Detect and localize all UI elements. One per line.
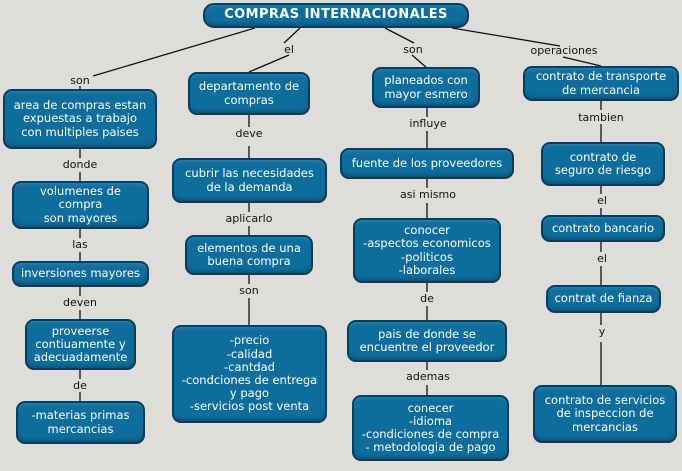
link-label-c3-2-3: asi mismo bbox=[400, 188, 456, 201]
node-root[interactable]: COMPRAS INTERNACIONALES bbox=[203, 3, 469, 28]
node-conocer-aspectos-economicos[interactable]: conocer -aspectos economicos -politicos … bbox=[353, 218, 501, 283]
link-label-c1-2-3: las bbox=[72, 238, 88, 251]
node-precio-calidad-cantdad[interactable]: -precio -calidad -cantdad -condciones de… bbox=[172, 325, 327, 423]
link-label-c2-2-3: aplicarlo bbox=[225, 212, 273, 225]
link-label-c4-4-5: y bbox=[598, 325, 606, 338]
link-label-root-col1: son bbox=[70, 74, 90, 87]
link-label-root-col2: el bbox=[284, 43, 294, 56]
node-materias-primas[interactable]: -materias primas mercancias bbox=[16, 401, 145, 444]
link-label-root-col3: son bbox=[403, 43, 423, 56]
link-label-c1-4-5: de bbox=[73, 379, 87, 392]
node-cubrir-necesidades[interactable]: cubrir las necesidades de la demanda bbox=[172, 158, 327, 203]
link-label-c2-1-2: deve bbox=[235, 127, 263, 140]
node-planeados-mayor-esmero[interactable]: planeados con mayor esmero bbox=[372, 67, 480, 108]
node-contrato-servicios-inspeccion[interactable]: contrato de servicios de inspeccion de m… bbox=[533, 385, 677, 443]
link-label-c4-2-3: el bbox=[597, 194, 607, 207]
link-label-c4-3-4: el bbox=[597, 252, 607, 265]
node-conecer-idioma[interactable]: conecer -idioma -condiciones de compra -… bbox=[352, 395, 509, 461]
node-inversiones-mayores[interactable]: inversiones mayores bbox=[12, 261, 149, 287]
node-elementos-buena-compra[interactable]: elementos de una buena compra bbox=[185, 235, 313, 275]
link-label-c2-3-4: son bbox=[239, 284, 259, 297]
link-label-c3-1-2: influye bbox=[409, 117, 447, 130]
node-volumenes-compra[interactable]: volumenes de compra son mayores bbox=[12, 181, 149, 229]
link-label-c3-3-4: de bbox=[420, 292, 434, 305]
link-label-root-col4: operaciones bbox=[530, 44, 598, 57]
node-contrato-seguro-riesgo[interactable]: contrato de seguro de riesgo bbox=[541, 142, 665, 186]
node-contrato-transporte-mercancia[interactable]: contrato de transporte de mercancia bbox=[523, 66, 679, 101]
node-proveerse-contiuamente[interactable]: proveerse contiuamente y adecuadamente bbox=[25, 319, 136, 370]
node-departamento-compras[interactable]: departamento de compras bbox=[188, 72, 310, 115]
node-pais-proveedor[interactable]: pais de donde se encuentre el proveedor bbox=[347, 320, 507, 362]
node-area-compras-multiples-paises[interactable]: area de compras estan expuestas a trabaj… bbox=[3, 89, 157, 149]
link-label-c1-3-4: deven bbox=[63, 296, 97, 309]
node-contrat-fianza[interactable]: contrat de fianza bbox=[546, 285, 661, 313]
link-label-c4-1-2: tambien bbox=[578, 111, 624, 124]
link-label-c3-4-5: ademas bbox=[406, 370, 450, 383]
node-contrato-bancario[interactable]: contrato bancario bbox=[541, 215, 665, 242]
link-label-c1-1-2: donde bbox=[62, 158, 98, 171]
node-fuente-proveedores[interactable]: fuente de los proveedores bbox=[340, 148, 514, 179]
